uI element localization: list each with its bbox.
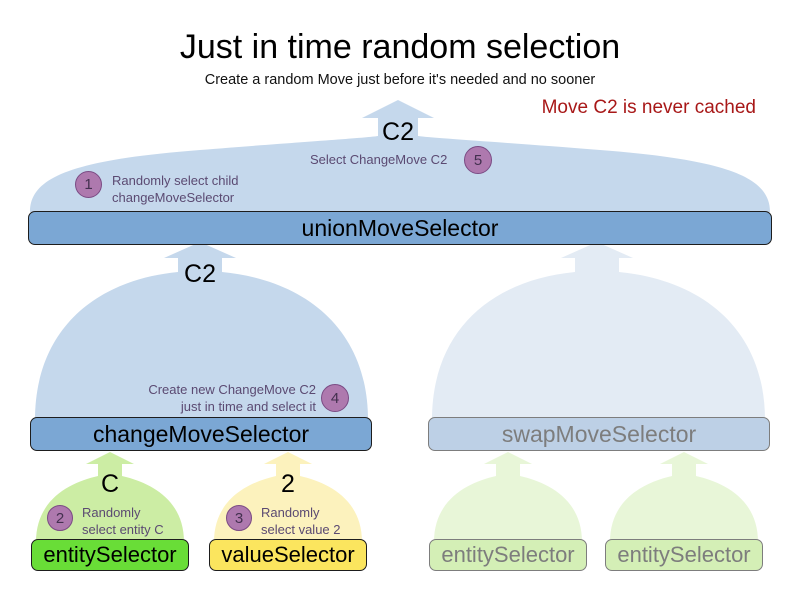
node-entity-selector-swap-b[interactable]: entitySelector	[605, 539, 763, 571]
node-entity-selector-change-label: entitySelector	[43, 542, 177, 567]
arrow-entity-swap-b	[610, 452, 758, 542]
step-text-1-line1: Randomly select child	[112, 173, 239, 188]
flow-label-change-to-union: C2	[184, 260, 216, 288]
step-text-5: Select ChangeMove C2	[310, 151, 447, 168]
flow-label-value-output: 2	[281, 470, 295, 498]
flow-label-union-output: C2	[382, 118, 414, 146]
node-swap-move-selector[interactable]: swapMoveSelector	[428, 417, 770, 451]
node-change-move-selector-label: changeMoveSelector	[92, 420, 310, 447]
step-text-1-line2: changeMoveSelector	[112, 190, 235, 206]
step-text-1: Randomly select child changeMoveSelector	[112, 172, 238, 206]
node-entity-selector-swap-a-label: entitySelector	[441, 542, 575, 567]
step-text-4-line2: just in time and select it	[180, 399, 316, 415]
arrow-swap-to-union	[432, 242, 765, 420]
node-swap-move-selector-label: swapMoveSelector	[501, 420, 697, 447]
page-title: Just in time random selection	[179, 28, 621, 66]
step-text-2-line1: Randomly	[82, 505, 141, 520]
node-entity-selector-swap-a[interactable]: entitySelector	[429, 539, 587, 571]
step-badge-5: 5	[464, 146, 492, 174]
step-text-4: Create new ChangeMove C2 just in time an…	[108, 381, 316, 415]
node-change-move-selector[interactable]: changeMoveSelector	[30, 417, 372, 451]
node-value-selector-change-label: valueSelector	[221, 542, 355, 567]
step-text-3: Randomly select value 2	[261, 504, 341, 538]
arrow-entity-swap-a	[434, 452, 582, 542]
arrow-entity-to-change	[36, 452, 184, 542]
step-badge-2: 2	[47, 505, 73, 531]
step-badge-4: 4	[321, 384, 349, 412]
step-text-5-line1: Select ChangeMove C2	[310, 152, 448, 167]
arrow-change-to-union	[35, 242, 368, 420]
step-text-2-line2: select entity C	[82, 522, 164, 538]
step-text-2: Randomly select entity C	[82, 504, 164, 538]
node-union-move-selector[interactable]: unionMoveSelector	[28, 211, 772, 245]
node-entity-selector-change[interactable]: entitySelector	[31, 539, 189, 571]
step-badge-3: 3	[226, 505, 252, 531]
node-union-move-selector-label: unionMoveSelector	[301, 214, 499, 241]
arrow-union-output	[30, 100, 770, 212]
step-text-4-line1: Create new ChangeMove C2	[148, 382, 316, 397]
flow-label-entity-output: C	[100, 470, 120, 498]
step-badge-1: 1	[75, 171, 102, 198]
node-value-selector-change[interactable]: valueSelector	[209, 539, 367, 571]
node-entity-selector-swap-b-label: entitySelector	[617, 542, 751, 567]
page-subtitle: Create a random Move just before it's ne…	[204, 72, 596, 88]
step-text-3-line1: Randomly	[261, 505, 320, 520]
cache-note: Move C2 is never cached	[541, 97, 756, 118]
step-text-3-line2: select value 2	[261, 522, 341, 538]
